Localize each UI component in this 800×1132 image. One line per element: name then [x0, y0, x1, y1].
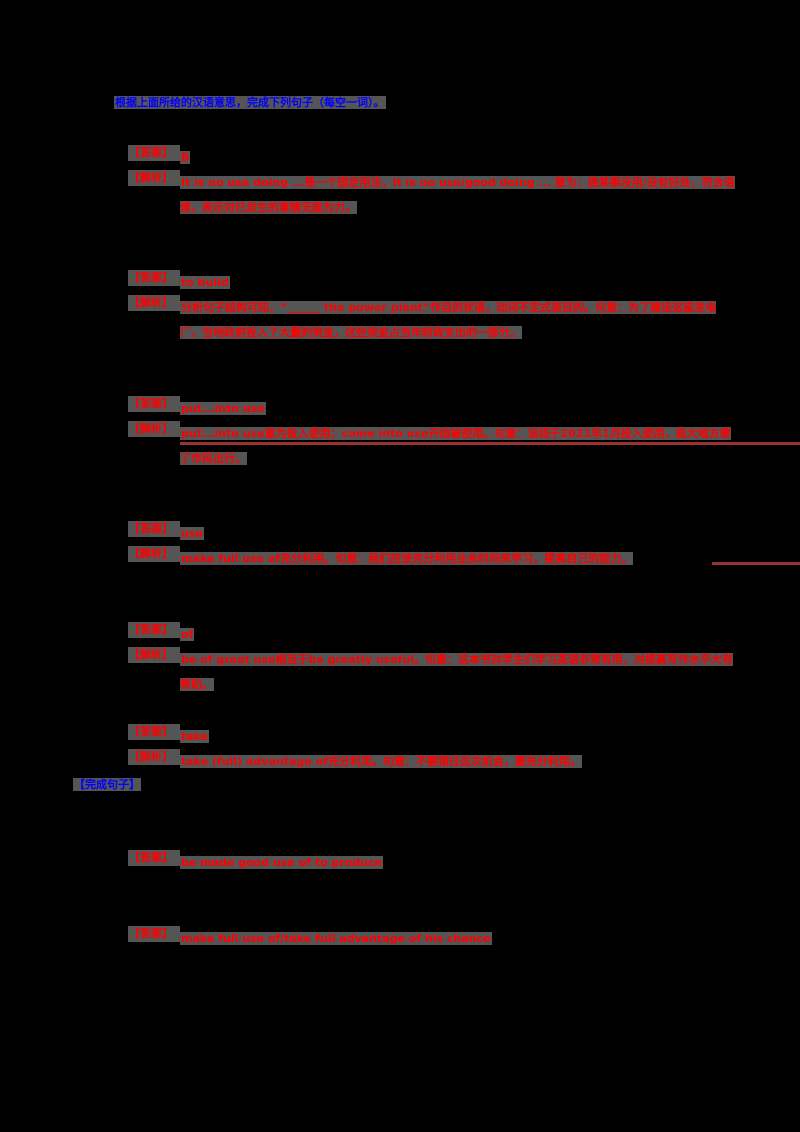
answer-item-4: 【答案】 use 【解析】 make full use of充分利用。句意：我们…	[128, 521, 738, 571]
answer-item-1: 【答案】 B 【解析】 It is no use doing ...是一个固定用…	[128, 145, 738, 220]
analysis-text: put...into use意为投入使用；come into use开始被使用。…	[180, 427, 731, 465]
analysis-text: It is no use doing ...是一个固定用法，It is no u…	[180, 176, 735, 214]
answer-text: to build	[180, 276, 230, 289]
sentence-answer-1: 【答案】 be made good use of to produce	[128, 850, 738, 875]
answer-item-5: 【答案】 of 【解析】 be of great use相当于be greatl…	[128, 622, 738, 697]
analysis-tag: 【解析】	[128, 647, 180, 663]
section-label-complete-sentences: 【完成句子】	[73, 777, 141, 793]
answer-tag: 【答案】	[128, 145, 180, 161]
answer-item-3: 【答案】 put...into use 【解析】 put...into use意…	[128, 396, 738, 471]
analysis-tag: 【解析】	[128, 170, 180, 186]
underline-rule	[712, 562, 800, 565]
answer-tag: 【答案】	[128, 396, 180, 412]
answer-tag: 【答案】	[128, 270, 180, 286]
answer-text: B	[180, 151, 191, 164]
analysis-text: 分析句子结构可知，“______ the power plant”作目的状语，动…	[180, 301, 717, 339]
answer-tag: 【答案】	[128, 850, 180, 866]
analysis-tag: 【解析】	[128, 749, 180, 765]
analysis-tag: 【解析】	[128, 421, 180, 437]
answer-text: use	[180, 527, 204, 540]
answer-text: be made good use of to produce	[180, 856, 383, 869]
analysis-text: make full use of充分利用。句意：我们应该充分利用业余时间来学习，…	[180, 552, 634, 565]
exercise-heading: 根据上面所给的汉语意思，完成下列句子（每空一词）。	[114, 95, 386, 111]
answer-tag: 【答案】	[128, 926, 180, 942]
analysis-text: take (full) advantage of充分利用。句意：不要错过这次机会…	[180, 755, 582, 768]
answer-text: put...into use	[180, 402, 266, 415]
answer-tag: 【答案】	[128, 521, 180, 537]
answer-text: take	[180, 730, 210, 743]
answer-text: of	[180, 628, 195, 641]
analysis-text: be of great use相当于be greatly useful。句意：这…	[180, 653, 734, 691]
answer-item-2: 【答案】 to build 【解析】 分析句子结构可知，“______ the …	[128, 270, 738, 345]
answer-text: make full use of/take full advantage of …	[180, 932, 492, 945]
sentence-answer-2: 【答案】 make full use of/take full advantag…	[128, 926, 738, 951]
answer-tag: 【答案】	[128, 724, 180, 740]
analysis-tag: 【解析】	[128, 546, 180, 562]
heading-text: 根据上面所给的汉语意思，完成下列句子（每空一词）。	[114, 96, 386, 109]
section-label-text: 【完成句子】	[73, 778, 141, 791]
answer-item-6: 【答案】 take 【解析】 take (full) advantage of充…	[128, 724, 738, 774]
analysis-tag: 【解析】	[128, 295, 180, 311]
answer-tag: 【答案】	[128, 622, 180, 638]
underline-rule	[180, 442, 800, 445]
